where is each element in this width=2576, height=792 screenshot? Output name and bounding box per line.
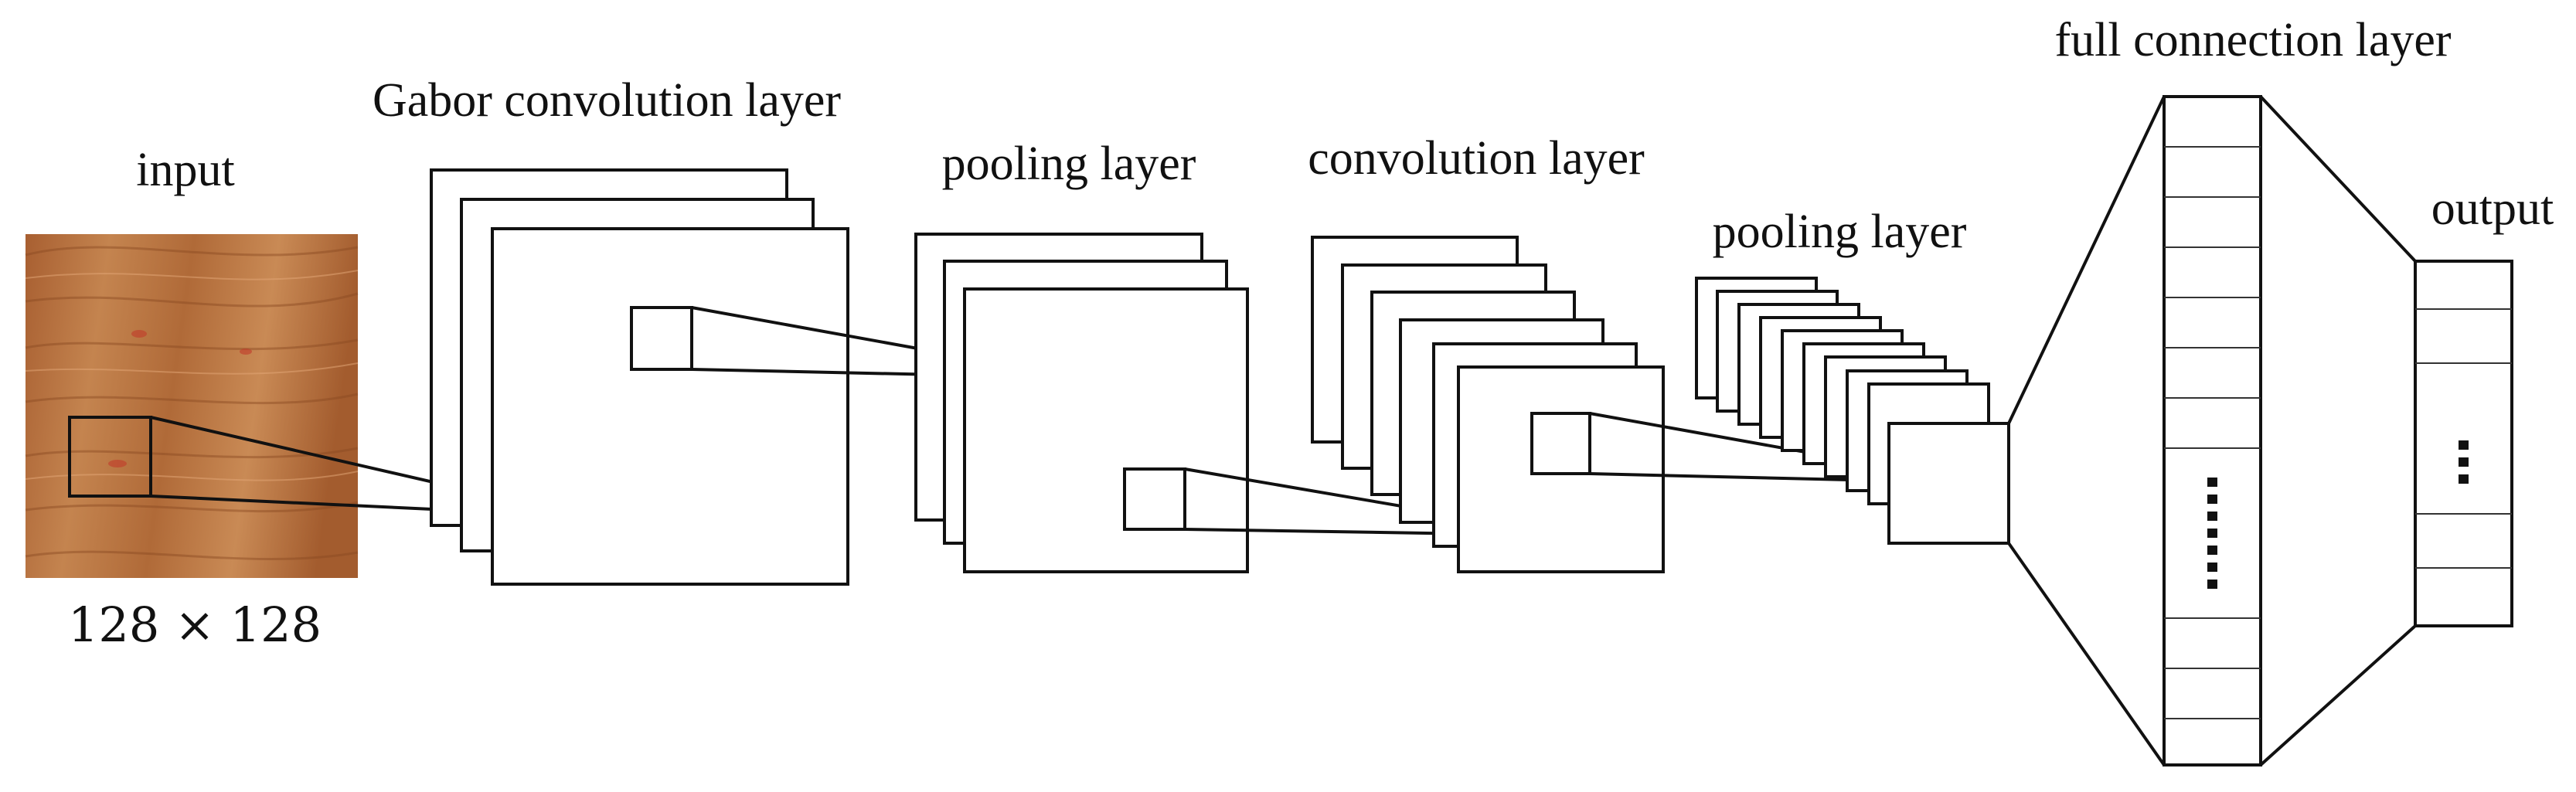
pooling-1-window: [1123, 467, 1186, 531]
wood-grain: [25, 246, 359, 560]
full-connection-layer: [2163, 95, 2262, 767]
output-layer: [2414, 260, 2513, 627]
pooling-layer-2: [1695, 277, 2010, 545]
convolution-layer: [1311, 236, 1665, 573]
input-size-label: 128 × 128: [68, 597, 322, 653]
output-label: output: [2431, 182, 2554, 235]
fc-ellipsis: [2207, 478, 2217, 589]
convolution-kernel-window: [1530, 412, 1591, 475]
gabor-kernel-window: [630, 306, 693, 371]
pooling-layer-1-label: pooling layer: [942, 138, 1196, 190]
pooling-layer-1: [914, 233, 1249, 573]
input-image: [25, 234, 359, 578]
pooling-layer-2-label: pooling layer: [1713, 206, 1967, 258]
gabor-convolution-layer: [430, 168, 849, 586]
input-receptive-window: [68, 416, 152, 498]
output-ellipsis: [2459, 440, 2469, 484]
red-marks: [108, 330, 252, 467]
input-label: input: [136, 144, 234, 196]
gabor-convolution-label: Gabor convolution layer: [373, 74, 841, 127]
convolution-layer-label: convolution layer: [1308, 132, 1645, 185]
full-connection-label: full connection layer: [2054, 14, 2451, 66]
